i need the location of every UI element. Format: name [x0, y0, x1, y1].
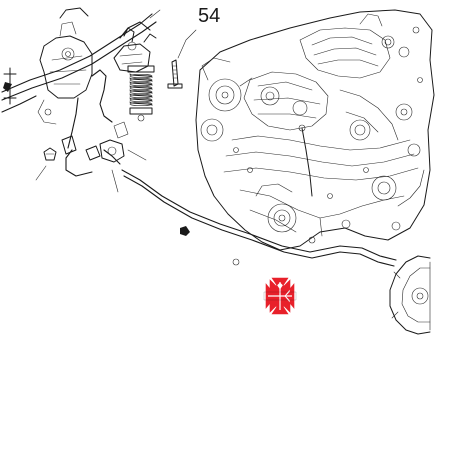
spring-coil-ring: [129, 102, 153, 106]
damper-spring: [129, 73, 153, 106]
spring-end-caps: [127, 65, 155, 122]
spring-coil-ring: [129, 86, 153, 90]
line-grommet-ring: [232, 258, 240, 266]
leader-lines: [35, 9, 197, 193]
spring-coil-ring: [129, 74, 153, 78]
spring-coil-ring: [129, 98, 153, 102]
callout-54: 54: [198, 5, 220, 27]
clutch-master-cylinder: [37, 7, 93, 125]
grommet: [180, 226, 190, 236]
engine-block: [195, 9, 435, 251]
maltese-cross-icon[interactable]: [263, 277, 297, 315]
flywheel-assembly: [389, 255, 431, 335]
spring-coil-ring: [129, 90, 153, 94]
spring-coil-ring: [129, 94, 153, 98]
hydraulic-lines: [1, 13, 397, 267]
hose-clip: [43, 147, 57, 161]
spring-coil-ring: [129, 78, 153, 82]
mount-bolt: [167, 59, 183, 89]
upper-mount-bracket: [113, 27, 157, 73]
fitting-block: [61, 121, 129, 163]
spring-coil-ring: [129, 82, 153, 86]
